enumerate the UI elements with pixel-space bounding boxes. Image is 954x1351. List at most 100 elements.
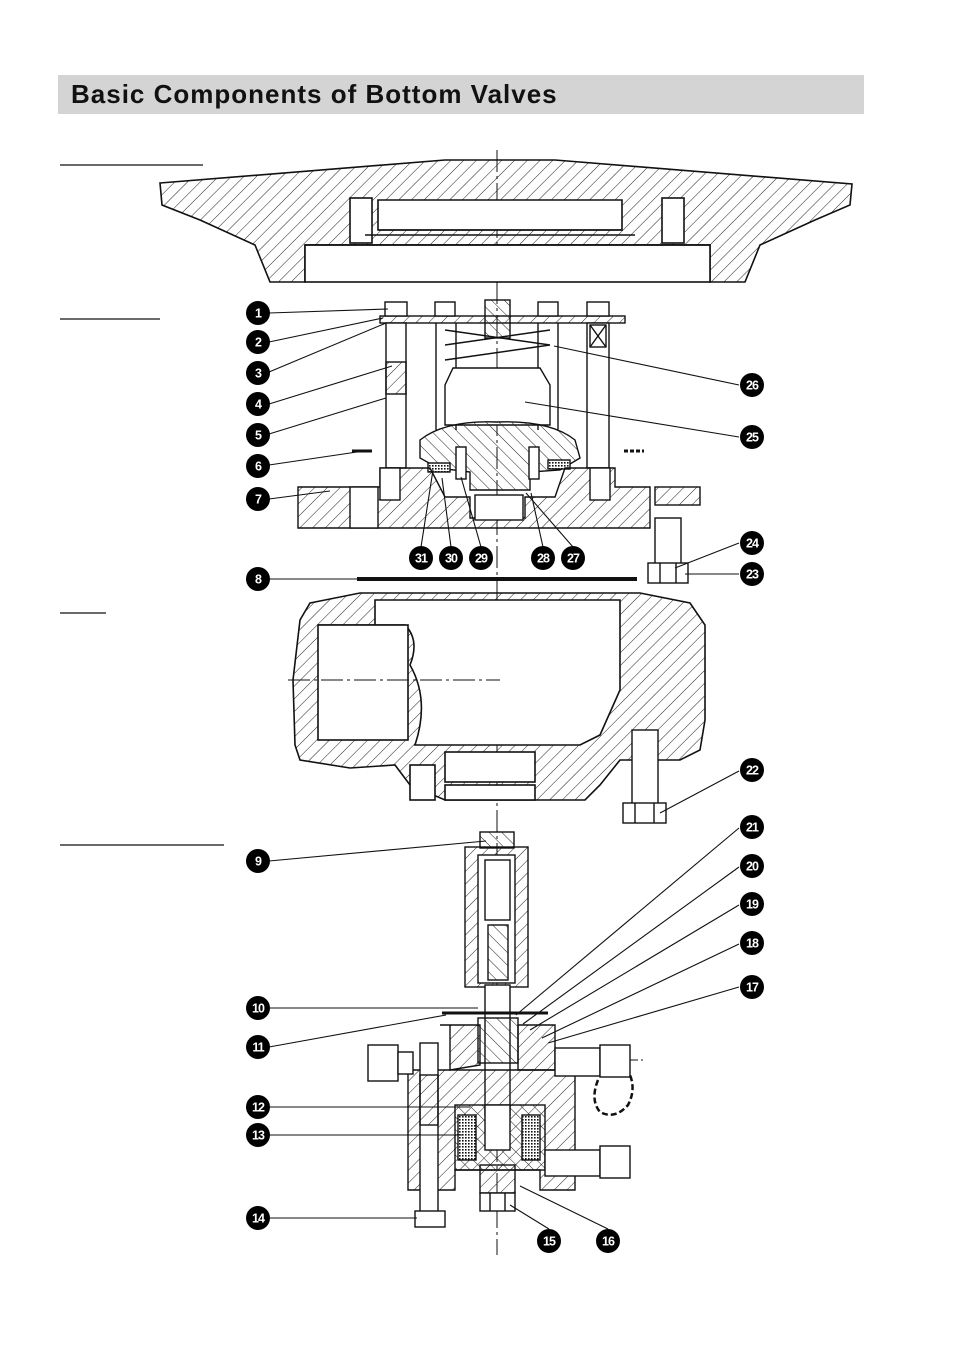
- callout-31: 31: [409, 546, 433, 570]
- callout-7: 7: [246, 487, 270, 511]
- bolt-22: [622, 729, 667, 824]
- callout-26: 26: [740, 373, 764, 397]
- valve-cover-assembly: [297, 299, 701, 529]
- callout-badge: [246, 301, 270, 325]
- callout-29: 29: [469, 546, 493, 570]
- callout-12: 12: [246, 1095, 270, 1119]
- callout-25: 25: [740, 425, 764, 449]
- callout-19: 19: [740, 892, 764, 916]
- callout-21: 21: [740, 815, 764, 839]
- callout-badge: [740, 531, 764, 555]
- callout-9: 9: [246, 849, 270, 873]
- callout-11: 11: [246, 1035, 270, 1059]
- callout-badge: [246, 392, 270, 416]
- callout-number: 20: [746, 860, 759, 874]
- callout-number: 12: [252, 1101, 265, 1115]
- callout-number: 26: [746, 379, 759, 393]
- callout-30: 30: [439, 546, 463, 570]
- callout-number: 7: [255, 493, 262, 507]
- group-underlines: [60, 164, 224, 846]
- callout-badge: [596, 1229, 620, 1253]
- callout-number: 6: [255, 460, 262, 474]
- callout-28: 28: [531, 546, 555, 570]
- callout-number: 4: [255, 398, 262, 412]
- valve-body: [288, 592, 706, 801]
- callout-badge: [740, 854, 764, 878]
- callout-14: 14: [246, 1206, 270, 1230]
- callout-17: 17: [740, 975, 764, 999]
- callout-badge: [740, 931, 764, 955]
- callout-badge: [561, 546, 585, 570]
- callout-number: 11: [252, 1041, 264, 1055]
- callout-badge: [740, 975, 764, 999]
- heading-bar: Basic Components of Bottom Valves: [58, 75, 864, 114]
- callout-number: 27: [567, 552, 580, 566]
- callout-badge: [531, 546, 555, 570]
- callout-number: 28: [537, 552, 550, 566]
- callout-badge: [246, 487, 270, 511]
- bolt-24: [647, 517, 689, 584]
- callout-badge: [740, 892, 764, 916]
- callout-6: 6: [246, 454, 270, 478]
- callout-number: 2: [255, 336, 262, 350]
- callout-number: 24: [746, 537, 759, 551]
- callout-16: 16: [596, 1229, 620, 1253]
- callout-number: 15: [543, 1235, 556, 1249]
- callout-badge: [537, 1229, 561, 1253]
- callout-badge: [246, 1123, 270, 1147]
- callout-badge: [246, 423, 270, 447]
- callout-badge: [439, 546, 463, 570]
- callout-22: 22: [740, 758, 764, 782]
- callout-15: 15: [537, 1229, 561, 1253]
- callout-3: 3: [246, 361, 270, 385]
- callout-number: 17: [746, 981, 759, 995]
- callout-badge: [740, 562, 764, 586]
- callout-10: 10: [246, 996, 270, 1020]
- callout-number: 5: [255, 429, 262, 443]
- callout-badge: [740, 373, 764, 397]
- callout-badge: [469, 546, 493, 570]
- callout-number: 19: [746, 898, 759, 912]
- callout-number: 23: [746, 568, 759, 582]
- callout-badge: [246, 1035, 270, 1059]
- callout-badge: [246, 330, 270, 354]
- callout-number: 14: [252, 1212, 265, 1226]
- callout-number: 29: [475, 552, 488, 566]
- callout-badge: [246, 849, 270, 873]
- callout-badge: [246, 454, 270, 478]
- callout-badge: [740, 758, 764, 782]
- callout-27: 27: [561, 546, 585, 570]
- callout-number: 3: [255, 367, 262, 381]
- callout-number: 1: [255, 307, 262, 321]
- callout-badge: [740, 815, 764, 839]
- callout-5: 5: [246, 423, 270, 447]
- callout-number: 16: [602, 1235, 615, 1249]
- callout-2: 2: [246, 330, 270, 354]
- callout-badge: [246, 361, 270, 385]
- callout-badge: [246, 1095, 270, 1119]
- tank-flange: [159, 159, 853, 283]
- callout-number: 18: [746, 937, 759, 951]
- callout-number: 31: [415, 552, 428, 566]
- callout-1: 1: [246, 301, 270, 325]
- callout-number: 21: [746, 821, 759, 835]
- callout-number: 9: [255, 855, 262, 869]
- callout-badge: [246, 996, 270, 1020]
- page-title: Basic Components of Bottom Valves: [71, 79, 558, 109]
- callout-20: 20: [740, 854, 764, 878]
- callout-badge: [246, 567, 270, 591]
- callout-number: 22: [746, 764, 759, 778]
- callout-13: 13: [246, 1123, 270, 1147]
- actuator-assembly: [367, 831, 645, 1228]
- callout-number: 25: [746, 431, 759, 445]
- callout-number: 30: [445, 552, 458, 566]
- callout-badge: [246, 1206, 270, 1230]
- leader-lines: [268, 308, 740, 1230]
- callout-8: 8: [246, 567, 270, 591]
- callout-24: 24: [740, 531, 764, 555]
- callout-number: 10: [252, 1002, 265, 1016]
- callout-23: 23: [740, 562, 764, 586]
- callout-number: 13: [252, 1129, 265, 1143]
